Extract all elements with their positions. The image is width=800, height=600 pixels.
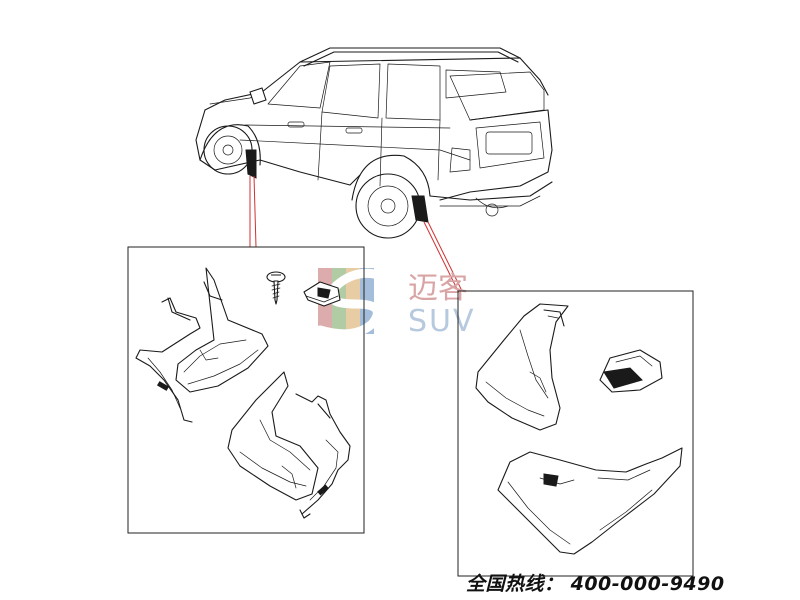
watermark-logo: 迈客 SUV [315,268,476,339]
rear-left-mudflap-icon [475,303,569,431]
watermark-text-cn: 迈客 [408,271,468,306]
screw-icon [266,271,286,305]
rear-kit-panel [457,290,694,577]
hotline-text: 全国热线： 400-000-9490 [466,573,725,595]
leader-line-rear-right [427,221,463,292]
front-kit-panel [127,246,365,534]
clip-icon [303,281,341,307]
leader-lines [249,175,463,292]
suv-illustration [195,47,553,239]
rear-kit-frame [457,290,694,577]
leader-line-rear-left [423,221,459,292]
front-right-mudflap-icon [227,371,351,519]
rear-clip-icon [599,349,663,393]
front-kit-frame [127,246,365,534]
front-left-mudflap-icon [135,267,269,423]
leader-line-front-right [253,175,257,248]
watermark-text-en: SUV [408,304,476,339]
rear-right-mudflap-icon [497,447,683,555]
